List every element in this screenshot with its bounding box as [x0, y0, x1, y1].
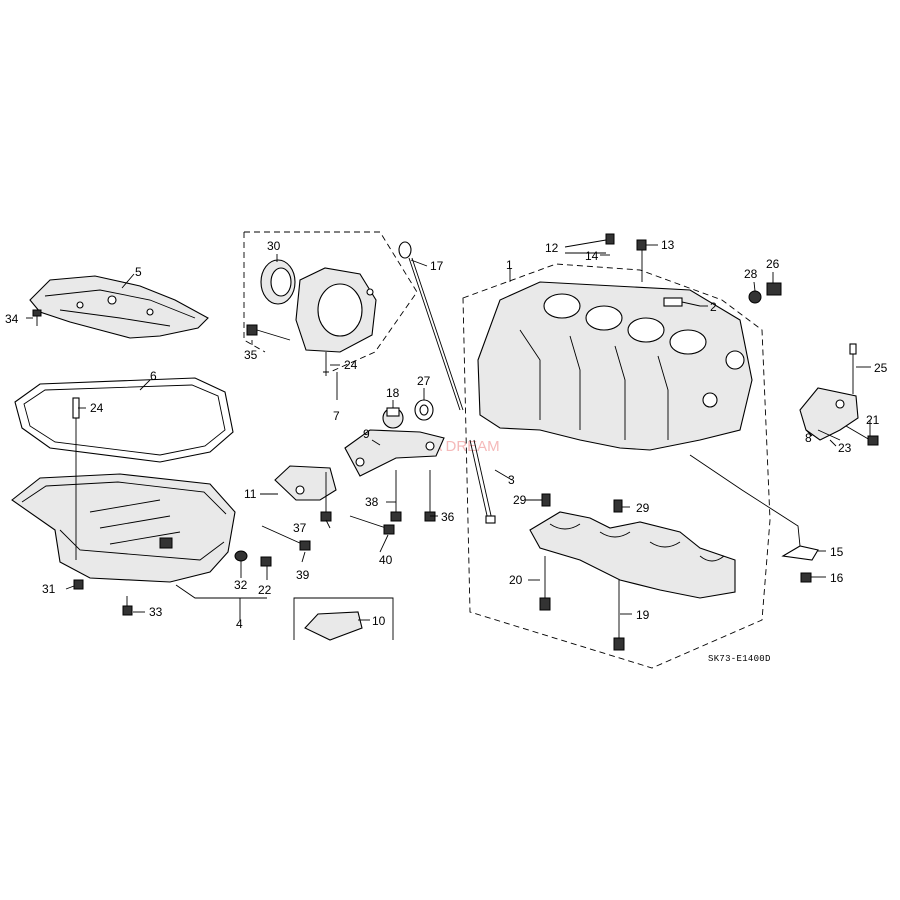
stud-25 — [849, 343, 857, 394]
label-26: 26 — [766, 257, 780, 271]
label-1: 1 — [506, 258, 513, 272]
washer-28 — [748, 290, 762, 304]
bolt-38 — [390, 470, 402, 522]
bolt-26 — [766, 282, 782, 296]
label-37: 37 — [293, 521, 307, 535]
bolt-13 — [636, 239, 647, 282]
cylinder-block — [477, 281, 753, 451]
label-29-left: 29 — [513, 493, 527, 507]
label-23: 23 — [838, 441, 852, 455]
label-30: 30 — [267, 239, 281, 253]
label-4: 4 — [236, 617, 243, 631]
bolt-35 — [246, 324, 291, 341]
label-21: 21 — [866, 413, 880, 427]
label-19: 19 — [636, 608, 650, 622]
label-22: 22 — [258, 583, 272, 597]
washer-27 — [414, 399, 434, 421]
label-25: 25 — [874, 361, 888, 375]
bolt-20 — [539, 556, 551, 611]
oil-pan-gasket — [14, 377, 234, 463]
label-10: 10 — [372, 614, 386, 628]
bolt-34 — [32, 309, 42, 326]
drain-bolt-31 — [73, 579, 84, 590]
label-35: 35 — [244, 348, 258, 362]
bearing-caps — [529, 511, 736, 599]
label-11: 11 — [244, 487, 257, 501]
label-39: 39 — [296, 568, 310, 582]
splash-guard — [29, 275, 209, 339]
diagram-code: SK73-E1400D — [708, 654, 771, 664]
sensor-2 — [663, 297, 701, 307]
label-13: 13 — [661, 238, 675, 252]
dipstick — [398, 241, 464, 411]
label-2: 2 — [710, 300, 717, 314]
label-5: 5 — [135, 265, 142, 279]
plug-18 — [382, 407, 404, 429]
label-12: 12 — [545, 241, 559, 255]
part-labels: 1 2 3 4 5 6 7 8 9 10 11 12 13 14 15 16 1… — [5, 238, 888, 631]
bolt-40 — [349, 515, 395, 535]
label-7: 7 — [333, 409, 340, 423]
bolt-21 — [845, 425, 879, 446]
bracket-15 — [781, 545, 819, 561]
label-33: 33 — [149, 605, 163, 619]
label-28: 28 — [744, 267, 758, 281]
label-32: 32 — [234, 578, 248, 592]
bolt-22 — [260, 556, 272, 567]
label-15: 15 — [830, 545, 844, 559]
label-14: 14 — [585, 249, 599, 263]
label-3: 3 — [508, 473, 515, 487]
label-24-housing: 24 — [344, 358, 358, 372]
label-18: 18 — [386, 386, 400, 400]
label-24-gasket: 24 — [90, 401, 104, 415]
bolt-39 — [261, 525, 311, 551]
dipstick-pipe — [469, 439, 496, 524]
dowel-29-right — [613, 499, 623, 513]
stiffener-9 — [344, 429, 445, 477]
seal-housing — [295, 267, 377, 353]
label-16: 16 — [830, 571, 844, 585]
label-17: 17 — [430, 259, 444, 273]
label-6: 6 — [150, 369, 157, 383]
bolt-12 — [605, 233, 615, 245]
label-9: 9 — [363, 427, 370, 441]
cylinder-block-group-box — [462, 263, 771, 669]
label-38: 38 — [365, 495, 379, 509]
bolt-33 — [122, 596, 133, 616]
label-27: 27 — [417, 374, 431, 388]
oil-pan — [11, 473, 236, 583]
label-8: 8 — [805, 431, 812, 445]
oil-seal-30 — [260, 259, 296, 305]
label-36: 36 — [441, 510, 455, 524]
bolt-16 — [800, 572, 812, 583]
leader-lines — [26, 239, 871, 621]
bolt-23 — [817, 429, 841, 441]
label-34: 34 — [5, 312, 19, 326]
label-40: 40 — [379, 553, 393, 567]
dowel-29-left — [541, 493, 551, 507]
bolt-36 — [424, 470, 436, 522]
bracket-8 — [799, 387, 859, 441]
bolt-19 — [613, 580, 625, 651]
washer-32 — [234, 550, 248, 562]
label-31: 31 — [42, 582, 56, 596]
label-20: 20 — [509, 573, 523, 587]
stiffener-11 — [274, 465, 337, 501]
seal-housing-group-box — [243, 231, 418, 373]
label-29-right: 29 — [636, 501, 650, 515]
